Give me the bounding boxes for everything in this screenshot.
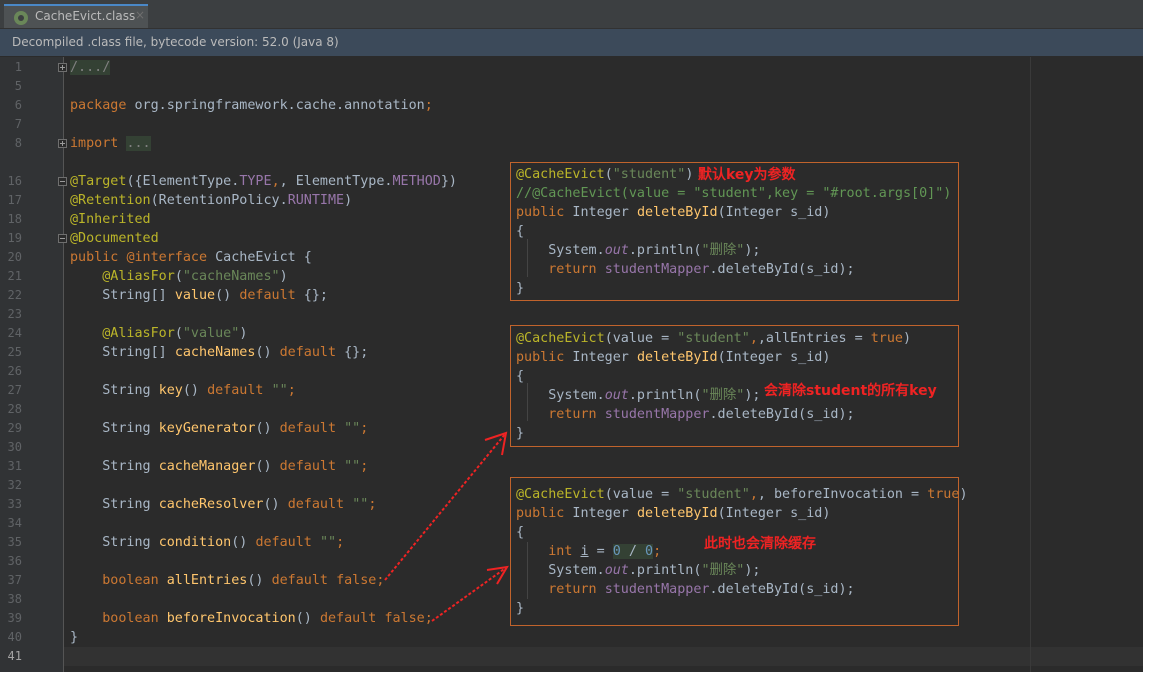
arrow-to-all-entries-box (384, 431, 508, 581)
annotation-note-default-key: 默认key为参数 (698, 167, 796, 183)
code-line-all-entries: boolean allEntries() default false; (102, 573, 385, 588)
code-line: import ... (70, 136, 151, 151)
snippet-line: public Integer deleteById(Integer s_id) (516, 350, 831, 365)
line-number: 40 (7, 630, 22, 644)
line-number: 25 (7, 345, 22, 359)
line-number: 36 (7, 554, 22, 568)
indent-guide (527, 239, 528, 277)
code-line: String cacheResolver() default ""; (102, 497, 377, 512)
annotation-arrows (384, 431, 509, 622)
line-number: 31 (7, 459, 22, 473)
line-number-gutter: 1 5 6 7 8 16 17 18 19 20 21 22 23 24 25 … (0, 57, 64, 672)
code-line: @Documented (70, 231, 159, 246)
code-line: String keyGenerator() default ""; (102, 421, 369, 436)
snippet-line: System.out.println("删除"); (548, 388, 761, 403)
snippet-line: } (516, 281, 525, 296)
snippet-line: public Integer deleteById(Integer s_id) (516, 205, 831, 220)
snippet-line: return studentMapper.deleteById(s_id); (548, 582, 855, 597)
line-number: 18 (7, 212, 22, 226)
snippet-line: //@CacheEvict(value = "student",key = "#… (516, 186, 952, 201)
code-line: @AliasFor("cacheNames") (102, 269, 288, 284)
code-line: @Target({ElementType.TYPE,, ElementType.… (70, 174, 457, 189)
class-file-icon (14, 11, 28, 25)
snippet-line: } (516, 601, 525, 616)
annotation-note-before-invocation: 此时也会清除缓存 (704, 536, 816, 552)
snippet-line: int i = 0 / 0; (548, 544, 662, 559)
line-number: 24 (7, 326, 22, 340)
line-number: 17 (7, 193, 22, 207)
code-line: @Retention(RetentionPolicy.RUNTIME) (70, 193, 353, 208)
code-line: @Inherited (70, 212, 151, 227)
line-number: 35 (7, 535, 22, 549)
line-number: 32 (7, 478, 22, 492)
tab-cacheevict-class[interactable]: CacheEvict.class × (4, 4, 148, 28)
code-line: String[] cacheNames() default {}; (102, 345, 369, 360)
code-line: String condition() default ""; (102, 535, 345, 550)
code-snippet-box-all-entries: @CacheEvict(value = "student",,allEntrie… (510, 325, 959, 447)
line-number: 39 (7, 611, 22, 625)
snippet-line: { (516, 224, 525, 239)
annotation-note-all-entries: 会清除student的所有key (764, 383, 937, 399)
line-number: 38 (7, 592, 22, 606)
snippet-line: { (516, 525, 525, 540)
line-number: 34 (7, 516, 22, 530)
line-number: 27 (7, 383, 22, 397)
code-editor[interactable]: 1 5 6 7 8 16 17 18 19 20 21 22 23 24 25 … (0, 57, 1143, 672)
line-number: 5 (14, 79, 22, 93)
code-line: package org.springframework.cache.annota… (70, 98, 433, 113)
code-line: String key() default ""; (102, 383, 296, 398)
code-line: /.../ (70, 60, 111, 75)
code-line: String[] value() default {}; (102, 288, 328, 303)
line-number: 19 (7, 231, 22, 245)
line-number: 21 (7, 269, 22, 283)
snippet-line: } (516, 426, 525, 441)
fold-collapse-icon[interactable] (58, 177, 67, 186)
decompiled-banner: Decompiled .class file, bytecode version… (0, 29, 1143, 57)
banner-text: Decompiled .class file, bytecode version… (12, 35, 339, 49)
line-number: 22 (7, 288, 22, 302)
right-margin-guide (1030, 57, 1031, 672)
code-line-before-invocation: boolean beforeInvocation() default false… (102, 611, 433, 626)
code-snippet-box-default-key: @CacheEvict("student") 默认key为参数 //@Cache… (510, 162, 959, 301)
indent-guide (527, 542, 528, 599)
tab-label: CacheEvict.class (35, 9, 136, 23)
line-number: 6 (14, 98, 22, 112)
snippet-line: { (516, 369, 525, 384)
fold-expand-icon[interactable] (58, 63, 67, 72)
line-number: 37 (7, 573, 22, 587)
code-line: String cacheManager() default ""; (102, 459, 369, 474)
snippet-line: public Integer deleteById(Integer s_id) (516, 506, 831, 521)
snippet-line: System.out.println("删除"); (548, 243, 761, 258)
snippet-line: return studentMapper.deleteById(s_id); (548, 262, 855, 277)
line-number: 1 (14, 60, 22, 74)
line-number: 8 (14, 136, 22, 150)
editor-tab-bar: CacheEvict.class × (0, 0, 1143, 29)
fold-expand-icon[interactable] (58, 139, 67, 148)
indent-guide (527, 383, 528, 421)
line-number: 20 (7, 250, 22, 264)
snippet-line: System.out.println("删除"); (548, 563, 761, 578)
line-number: 26 (7, 364, 22, 378)
snippet-line: return studentMapper.deleteById(s_id); (548, 407, 855, 422)
code-line: @AliasFor("value") (102, 326, 248, 341)
snippet-line: @CacheEvict("student") (516, 167, 694, 182)
code-line: public @interface CacheEvict { (70, 250, 312, 265)
code-snippet-box-before-invocation: @CacheEvict(value = "student",, beforeIn… (510, 477, 968, 626)
line-number: 23 (7, 307, 22, 321)
line-number: 41 (7, 649, 22, 663)
line-number: 7 (14, 117, 22, 131)
code-line: } (70, 630, 79, 645)
line-number: 16 (7, 174, 22, 188)
line-number: 30 (7, 440, 22, 454)
caret-line-highlight (0, 647, 1143, 666)
line-number: 28 (7, 402, 22, 416)
line-number: 29 (7, 421, 22, 435)
snippet-line: @CacheEvict(value = "student",,allEntrie… (516, 331, 912, 346)
snippet-line: @CacheEvict(value = "student",, beforeIn… (516, 487, 968, 502)
arrow-to-before-invocation-box (431, 565, 509, 622)
close-icon[interactable]: × (135, 8, 146, 22)
line-number: 33 (7, 497, 22, 511)
fold-collapse-icon[interactable] (58, 234, 67, 243)
